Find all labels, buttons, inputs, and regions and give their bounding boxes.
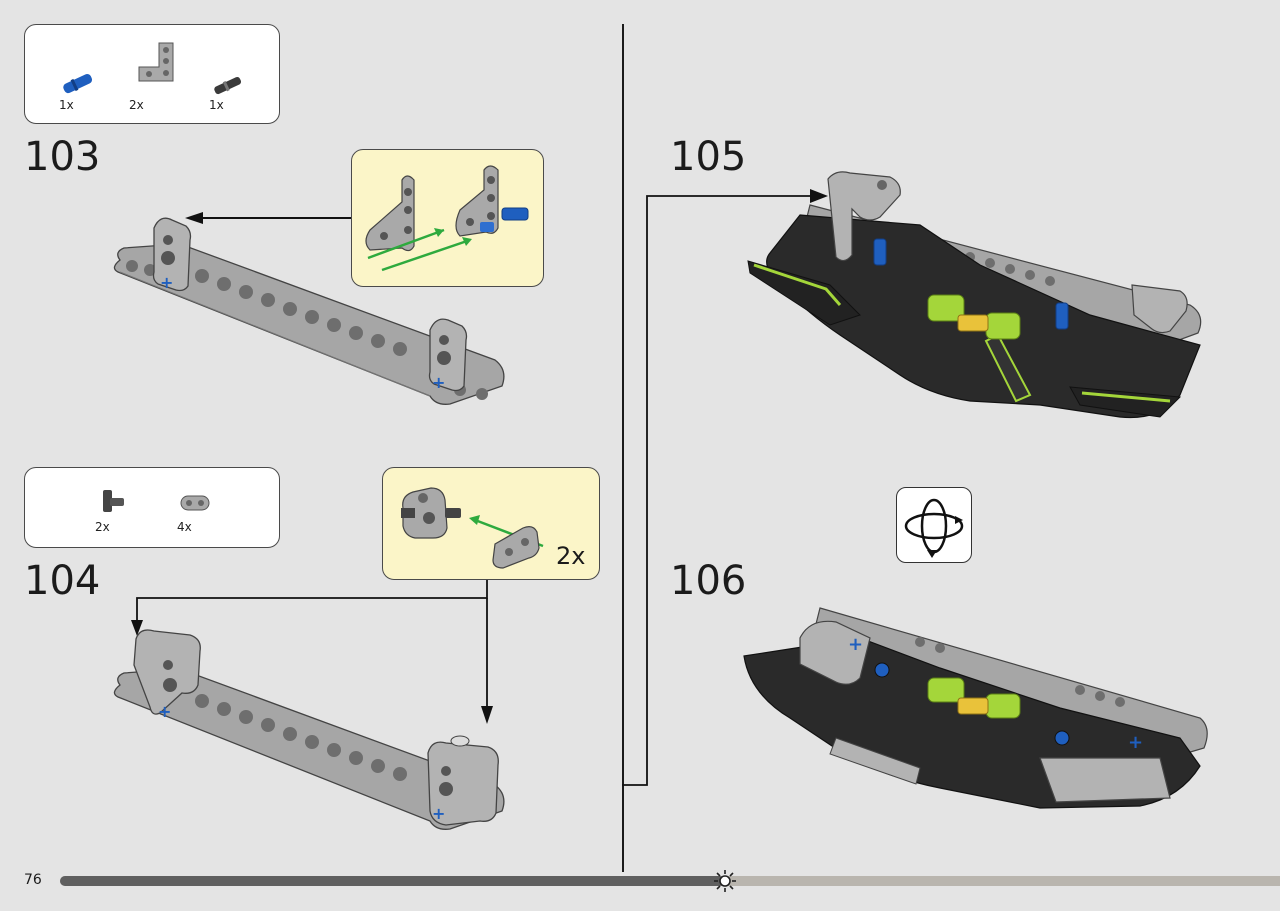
step-number-105: 105 (670, 134, 747, 180)
dark-pin-icon (214, 76, 242, 95)
beam-assembly-104: + + (113, 629, 505, 830)
callout-104: 2x (382, 467, 600, 580)
svg-text:+: + (432, 804, 445, 823)
chassis-assembly-105 (747, 171, 1202, 419)
dark-axle-connector-icon (103, 490, 124, 512)
callout-103 (351, 149, 544, 287)
step-number-103: 103 (24, 134, 101, 180)
step-number-104: 104 (24, 558, 101, 604)
page-number: 76 (24, 872, 42, 888)
callout-103-assembly (365, 165, 529, 272)
part-qty: 1x (59, 98, 74, 112)
blue-pin-icon (63, 73, 93, 94)
callout-104-assembly (401, 487, 544, 569)
step-number-106: 106 (670, 558, 747, 604)
part-qty: 1x (209, 98, 224, 112)
part-qty: 2x (129, 98, 144, 112)
parts-list-103: 1x 2x 1x (24, 24, 280, 124)
grey-short-beam-icon (180, 495, 210, 511)
svg-text:+: + (1128, 732, 1143, 753)
part-qty: 4x (177, 520, 192, 534)
parts-list-104: 2x 4x (24, 467, 280, 548)
pointer-arrows-104 (131, 580, 493, 724)
part-qty: 2x (95, 520, 110, 534)
svg-text:+: + (158, 702, 171, 721)
chassis-assembly-106: + + (743, 607, 1208, 809)
pointer-arrow (185, 212, 351, 224)
sun-icon (713, 870, 736, 892)
page-divider (622, 24, 624, 872)
svg-text:+: + (848, 634, 863, 655)
svg-text:+: + (160, 273, 173, 292)
grey-l-beam-icon (138, 42, 174, 82)
svg-text:+: + (432, 373, 445, 392)
callout-qty: 2x (556, 542, 586, 570)
progress-track (60, 876, 1280, 886)
bracket-arrow (622, 189, 828, 786)
beam-assembly-103: + + (113, 217, 505, 405)
rotate-model-icon (896, 487, 972, 563)
progress-fill (60, 876, 725, 886)
